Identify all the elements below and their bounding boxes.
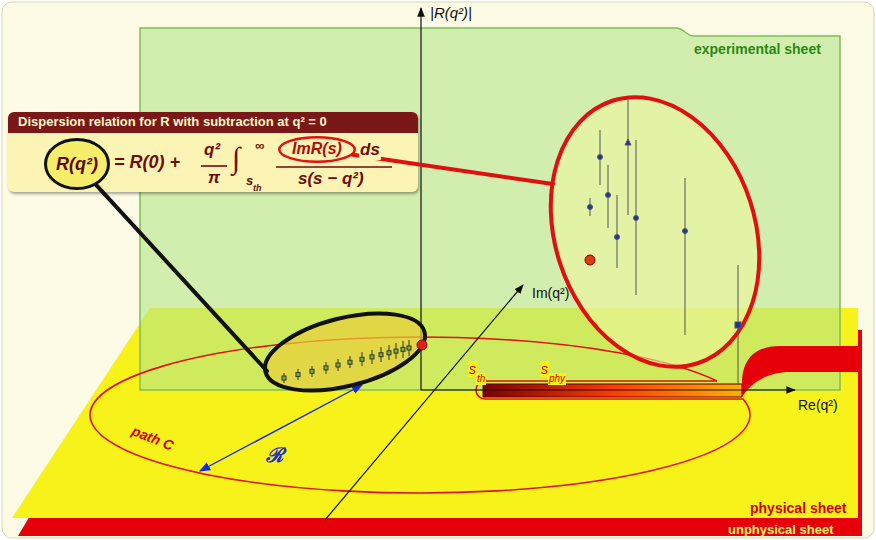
text-slot: = R(0) + — [114, 152, 180, 173]
text-slot: s — [246, 171, 253, 189]
formula-heading: Dispersion relation for R with subtracti… — [8, 112, 418, 133]
fraction-denominator: s(s − q²) — [298, 169, 364, 189]
timelike-data-points — [588, 100, 742, 385]
integral-sign: ∫ — [232, 141, 240, 176]
sheet-label: unphysical sheet — [728, 523, 833, 538]
integral-lower-limit-subscript: th — [253, 183, 262, 193]
data-point-threshold — [585, 255, 595, 265]
label-slot: |R(q²)| — [430, 4, 472, 22]
highlight-circle: R(q²) — [44, 138, 110, 190]
axis-label: Im(q²) — [532, 285, 569, 301]
leader-line — [96, 185, 267, 371]
radius-label: ℛ — [266, 444, 283, 467]
text-slot: Dispersion relation for R with subtracti… — [8, 112, 418, 133]
text-slot: R(q²) — [44, 138, 110, 190]
fraction-bar — [276, 166, 392, 168]
radius-arrow — [200, 385, 362, 471]
axis-label: |R(q²)| — [430, 4, 472, 21]
label-slot: phy — [548, 368, 566, 386]
sheet-label: physical sheet — [750, 500, 847, 516]
circled-term: R(q²) — [56, 154, 98, 175]
axis-label: Re(q²) — [798, 397, 838, 413]
highlight-oval: ImR(s) — [278, 136, 356, 163]
circled-term: ImR(s) — [292, 140, 342, 158]
label-slot: experimental sheet — [694, 40, 821, 58]
formula-box: R(q²) ImR(s) Dispersion relation for R wit… — [8, 112, 418, 192]
sheet-label: experimental sheet — [694, 41, 821, 57]
sheet-fold — [742, 346, 858, 397]
label-slot: Re(q²) — [798, 396, 838, 414]
integral-upper-limit: ∞ — [255, 139, 264, 154]
threshold-subscript: th — [476, 373, 486, 385]
label-slot: physical sheet — [750, 499, 847, 517]
text-slot: π — [208, 168, 220, 188]
text-slot: q² — [204, 140, 220, 160]
leader-line — [353, 155, 553, 184]
label-slot: ℛ — [266, 444, 283, 467]
highlight-ellipse — [46, 140, 109, 189]
fraction-bar — [201, 165, 227, 167]
fraction-denominator: π — [208, 168, 220, 188]
text-slot: ds — [359, 140, 381, 160]
timelike-data-oval — [517, 70, 793, 394]
label-slot: th — [476, 368, 486, 386]
text-slot: ∞ — [255, 136, 264, 154]
text-slot: ImR(s) — [278, 136, 356, 163]
data-point-zero — [417, 340, 427, 350]
integral-lower-limit: s — [246, 174, 253, 189]
label-slot: Im(q²) — [532, 284, 569, 302]
text-slot: th — [253, 177, 262, 195]
label-slot: unphysical sheet — [728, 520, 833, 538]
real-axis — [421, 389, 795, 390]
text-slot: ∫ — [232, 141, 240, 176]
spacelike-data-points — [282, 340, 411, 383]
formula-term: = R(0) + — [114, 152, 180, 173]
spacelike-data-oval — [257, 299, 433, 405]
differential: ds — [359, 140, 381, 160]
fraction-numerator: q² — [204, 140, 220, 160]
highlight-ellipse — [279, 137, 355, 162]
physical-threshold-subscript: phy — [548, 373, 566, 385]
text-slot: s(s − q²) — [298, 169, 364, 189]
